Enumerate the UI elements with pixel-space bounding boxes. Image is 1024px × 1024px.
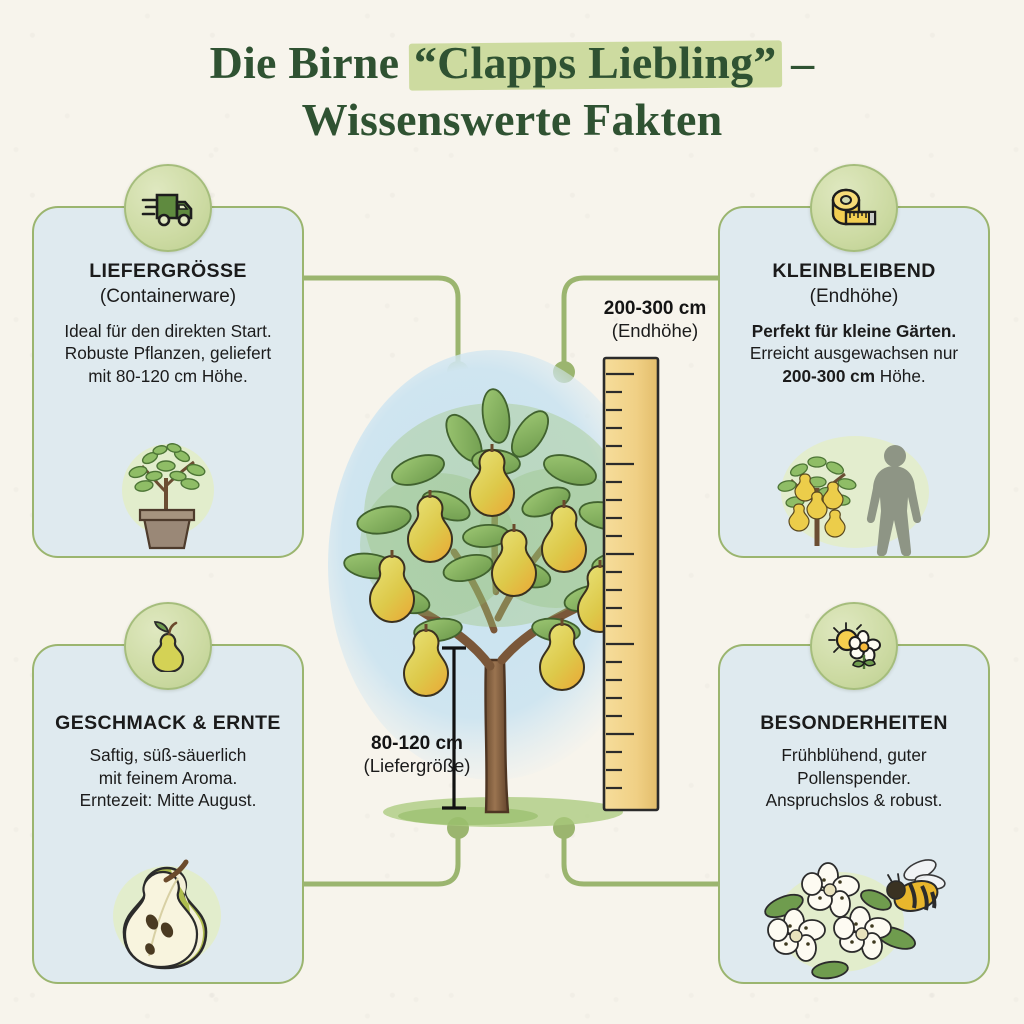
card-line-2: mit feinem Aroma. xyxy=(98,767,238,788)
card-line-1: Perfekt für kleine Gärten. xyxy=(751,320,957,341)
card-body-kleinbleibend: KLEINBLEIBEND (Endhöhe) Perfekt für klei… xyxy=(720,260,988,387)
blossom xyxy=(801,862,860,918)
ruler-ticks xyxy=(606,372,634,790)
measuring-tape-icon xyxy=(810,164,898,252)
card-line-2: Pollenspender. xyxy=(797,767,911,788)
delivery-height-caption: (Liefergröße) xyxy=(363,755,471,777)
connector-top-left xyxy=(301,275,461,371)
center-illustration xyxy=(318,330,708,840)
card-line-3: mit 80-120 cm Höhe. xyxy=(88,365,248,386)
connector-bottom-left xyxy=(301,829,461,887)
pear-blossoms-and-bee-illustration xyxy=(720,842,988,982)
card-line-3: 200-300 cm Höhe. xyxy=(782,365,926,386)
card-liefergroesse[interactable]: LIEFERGRÖSSE (Containerware) Ideal für d… xyxy=(32,164,304,558)
page-title: Die Birne “Clapps Liebling” – Wissenswer… xyxy=(0,34,1024,148)
card-kleinbleibend[interactable]: KLEINBLEIBEND (Endhöhe) Perfekt für klei… xyxy=(718,164,990,558)
tree-pears xyxy=(368,444,624,698)
pear-icon xyxy=(124,602,212,690)
card-title-besonderheiten: BESONDERHEITEN xyxy=(760,712,948,734)
card-line-2: Robuste Pflanzen, geliefert xyxy=(64,343,272,364)
final-height-caption: (Endhöhe) xyxy=(611,320,699,342)
title-line-2: Wissenswerte Fakten xyxy=(301,94,723,146)
person-silhouette xyxy=(866,445,922,556)
card-geschmack-ernte[interactable]: GESCHMACK & ERNTE Saftig, süß-säuerlich … xyxy=(32,602,304,984)
final-height-label: 200-300 cm (Endhöhe) xyxy=(560,298,750,342)
card-subtitle-kleinbleibend: (Endhöhe) xyxy=(809,286,899,307)
card-title-geschmack-ernte: GESCHMACK & ERNTE xyxy=(55,712,281,734)
tree-and-person-scale-illustration xyxy=(720,424,988,556)
title-part-suffix: – xyxy=(779,37,815,88)
pear-tree-with-ruler-svg xyxy=(328,350,660,827)
card-title-kleinbleibend: KLEINBLEIBEND xyxy=(772,260,936,282)
card-subtitle-liefergroesse: (Containerware) xyxy=(99,286,237,307)
card-body-liefergroesse: LIEFERGRÖSSE (Containerware) Ideal für d… xyxy=(34,260,302,387)
delivery-height-label: 80-120 cm (Liefergröße) xyxy=(322,733,512,777)
title-line-1: Die Birne “Clapps Liebling” – xyxy=(0,34,1024,91)
connector-bottom-right xyxy=(561,829,721,887)
title-highlight: “Clapps Liebling” xyxy=(411,34,780,91)
connector-top-right xyxy=(561,275,721,371)
final-height-value: 200-300 cm xyxy=(603,298,707,319)
card-line-1: Ideal für den direkten Start. xyxy=(64,320,272,341)
card-besonderheiten[interactable]: BESONDERHEITEN Frühblühend, guter Pollen… xyxy=(718,602,990,984)
potted-young-tree-illustration xyxy=(34,418,302,556)
card-line-3: Anspruchslos & robust. xyxy=(765,790,943,811)
sun-and-flower-icon xyxy=(810,602,898,690)
title-part-prefix: Die Birne xyxy=(209,37,411,88)
delivery-height-value: 80-120 cm xyxy=(371,733,463,754)
card-line-1: Frühblühend, guter xyxy=(781,745,927,765)
card-body-besonderheiten: BESONDERHEITEN Frühblühend, guter Pollen… xyxy=(720,712,988,812)
card-line-1: Saftig, süß-säuerlich xyxy=(89,745,247,765)
honeybee xyxy=(886,859,946,912)
delivery-height-bracket xyxy=(442,646,466,810)
card-line-3: Erntezeit: Mitte August. xyxy=(79,790,257,811)
height-ruler xyxy=(602,356,660,812)
halved-pear-illustration xyxy=(34,832,302,982)
delivery-truck-icon xyxy=(124,164,212,252)
card-line-3-bold: 200-300 cm xyxy=(782,365,876,386)
card-title-liefergroesse: LIEFERGRÖSSE xyxy=(89,260,247,282)
card-line-2: Erreicht ausgewachsen nur xyxy=(749,343,959,364)
card-body-geschmack-ernte: GESCHMACK & ERNTE Saftig, süß-säuerlich … xyxy=(34,712,302,812)
